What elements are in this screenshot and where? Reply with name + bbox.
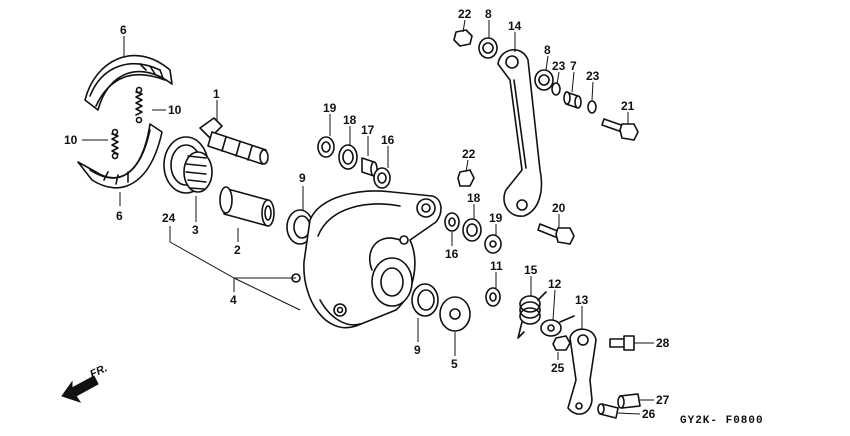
callout-23-right: 23 bbox=[586, 69, 600, 83]
callout-9-left: 9 bbox=[299, 171, 306, 185]
washer-19-middle bbox=[484, 234, 502, 254]
callout-13: 13 bbox=[575, 293, 589, 307]
callout-14: 14 bbox=[508, 19, 522, 33]
dust-seal-left bbox=[286, 209, 314, 245]
callout-12: 12 bbox=[548, 277, 562, 291]
bearing-16-middle bbox=[444, 212, 460, 232]
diagram-code: GY2K- F0800 bbox=[680, 415, 764, 427]
callout-6-bottom: 6 bbox=[116, 209, 123, 223]
callout-11: 11 bbox=[490, 259, 503, 273]
spring-upper bbox=[135, 86, 143, 124]
bearing-16-upper bbox=[373, 167, 391, 189]
seal-8-top bbox=[478, 37, 498, 59]
seal-18-middle bbox=[462, 218, 482, 242]
callout-22-top: 22 bbox=[458, 7, 472, 21]
front-direction-arrow: FR. bbox=[61, 362, 109, 403]
callout-9-right: 9 bbox=[414, 343, 421, 357]
callout-20: 20 bbox=[552, 201, 566, 215]
callout-24: 24 bbox=[162, 211, 176, 225]
callout-7: 7 bbox=[570, 59, 577, 73]
washer-23-right bbox=[587, 100, 597, 114]
callout-10-left: 10 bbox=[64, 133, 78, 147]
callout-2: 2 bbox=[234, 243, 241, 257]
callout-4: 4 bbox=[230, 293, 237, 307]
callout-27: 27 bbox=[656, 393, 670, 407]
brake-cam-shaft bbox=[199, 117, 269, 165]
washer-19-upper bbox=[317, 136, 335, 158]
brake-shoe-upper bbox=[84, 54, 173, 111]
return-spring-15 bbox=[517, 291, 547, 339]
dust-seal-right bbox=[411, 283, 439, 317]
joint-27 bbox=[617, 393, 641, 409]
nut-22-middle bbox=[457, 169, 475, 187]
brake-arm-13 bbox=[567, 328, 597, 415]
brake-panel bbox=[291, 190, 442, 329]
collar bbox=[219, 186, 275, 227]
front-direction-label: FR. bbox=[88, 362, 109, 380]
spring-lower bbox=[111, 128, 119, 160]
callout-10-right: 10 bbox=[168, 103, 182, 117]
callout-19-upper: 19 bbox=[323, 101, 337, 115]
leader-lines bbox=[82, 19, 654, 415]
callout-18-middle: 18 bbox=[467, 191, 481, 205]
brake-shoe-lower bbox=[77, 123, 163, 189]
washer-5 bbox=[439, 296, 471, 332]
callout-22-middle: 22 bbox=[462, 147, 476, 161]
seal-18-upper bbox=[338, 144, 358, 170]
callout-3: 3 bbox=[192, 223, 199, 237]
callout-15: 15 bbox=[524, 263, 538, 277]
callout-16-upper: 16 bbox=[381, 133, 395, 147]
washer-23-left bbox=[551, 82, 561, 96]
callout-19-middle: 19 bbox=[489, 211, 503, 225]
callout-8-right: 8 bbox=[544, 43, 551, 57]
callout-18-upper: 18 bbox=[343, 113, 357, 127]
callout-25: 25 bbox=[551, 361, 565, 375]
seal-11 bbox=[485, 287, 501, 307]
callout-numbers: 6 10 10 6 1 24 3 2 4 9 19 18 17 16 22 18… bbox=[64, 7, 670, 421]
callout-21: 21 bbox=[621, 99, 635, 113]
callout-8-top: 8 bbox=[485, 7, 492, 21]
bolt-20 bbox=[537, 223, 575, 245]
speedometer-gear bbox=[163, 136, 213, 194]
callout-28: 28 bbox=[656, 336, 670, 350]
callout-5: 5 bbox=[451, 357, 458, 371]
seal-8-right bbox=[534, 69, 554, 91]
collar-7 bbox=[563, 91, 582, 109]
callout-16-middle: 16 bbox=[445, 247, 459, 261]
nut-22-top bbox=[453, 29, 473, 47]
nut-25 bbox=[552, 335, 571, 351]
callout-1: 1 bbox=[213, 87, 220, 101]
brake-arm-14 bbox=[497, 49, 543, 217]
callout-23-left: 23 bbox=[552, 59, 566, 73]
joint-26 bbox=[597, 403, 619, 419]
callout-17: 17 bbox=[361, 123, 375, 137]
wear-indicator-12 bbox=[540, 315, 575, 337]
pin-28 bbox=[609, 335, 635, 351]
callout-26: 26 bbox=[642, 407, 656, 421]
bolt-21 bbox=[601, 118, 639, 141]
callout-6-top: 6 bbox=[120, 23, 127, 37]
